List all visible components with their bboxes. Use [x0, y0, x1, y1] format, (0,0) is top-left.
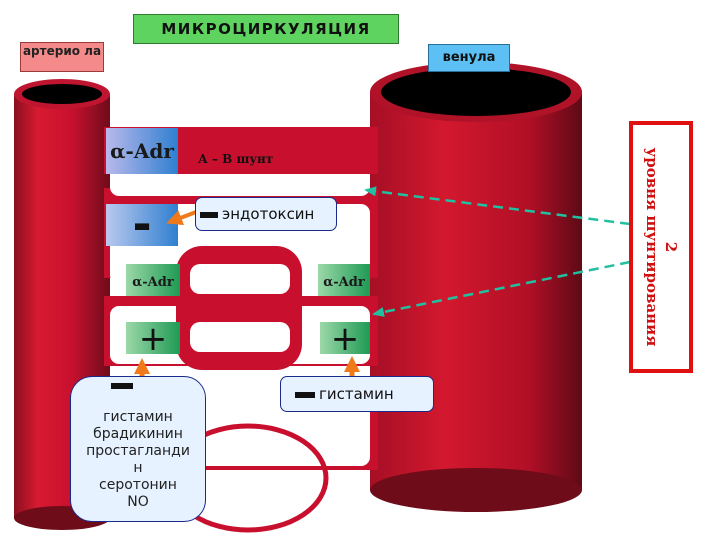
plus-sphincter-left	[126, 322, 180, 354]
alpha-adr-right-label: α-Adr	[323, 275, 365, 290]
plus-sphincter-right	[320, 322, 370, 354]
shunt-level-arrows	[364, 186, 631, 317]
av-shunt-label: А – В шунт	[198, 152, 273, 166]
dilator-prostaglandin-end: н	[133, 460, 143, 476]
alpha-adr-sphincter-right	[318, 264, 370, 296]
dilator-histamine: гистамин	[103, 409, 173, 425]
alpha-adr-left-label: α-Adr	[132, 275, 174, 290]
venule-label: венула	[428, 44, 510, 72]
endotoxin-label: эндотоксин	[222, 205, 315, 223]
histamine-label: гистамин	[319, 385, 394, 403]
dilator-no: NO	[127, 494, 149, 510]
dilator-prostaglandin: простагланди	[86, 443, 190, 459]
venule-vessel	[370, 62, 582, 512]
alpha-adr-sphincter-left	[126, 264, 180, 296]
shunt-arrow-upper	[364, 186, 631, 226]
histamine-box: гистамин	[280, 376, 434, 412]
diagram-title: МИКРОЦИРКУЛЯЦИЯ	[133, 14, 399, 44]
minus-bar-histamine	[295, 392, 315, 398]
dilator-bradykinin: брадикинин	[93, 426, 183, 442]
shunt-arrow-lower	[372, 260, 631, 317]
dilator-serotonin: серотонин	[99, 477, 177, 493]
alpha-adr-main-label: α-Adr	[110, 139, 174, 163]
vasodilator-box: гистамин брадикинин простагланди н серот…	[70, 376, 206, 522]
plus-sign-left: +	[139, 319, 168, 359]
endotoxin-arrow	[166, 210, 197, 226]
alpha-adr-sphincter-main	[106, 128, 178, 174]
endotoxin-box: эндотоксин	[195, 197, 337, 231]
minus-sign-endotoxin: -	[132, 197, 151, 251]
arteriole-label: артерио ла	[20, 42, 104, 72]
endotoxin-inhibited-sphincter	[106, 204, 178, 246]
minus-bar-dilators	[111, 383, 133, 389]
plus-sign-right: +	[331, 319, 360, 359]
minus-bar-endotoxin	[200, 212, 218, 218]
arteriole-vessel	[14, 79, 110, 530]
